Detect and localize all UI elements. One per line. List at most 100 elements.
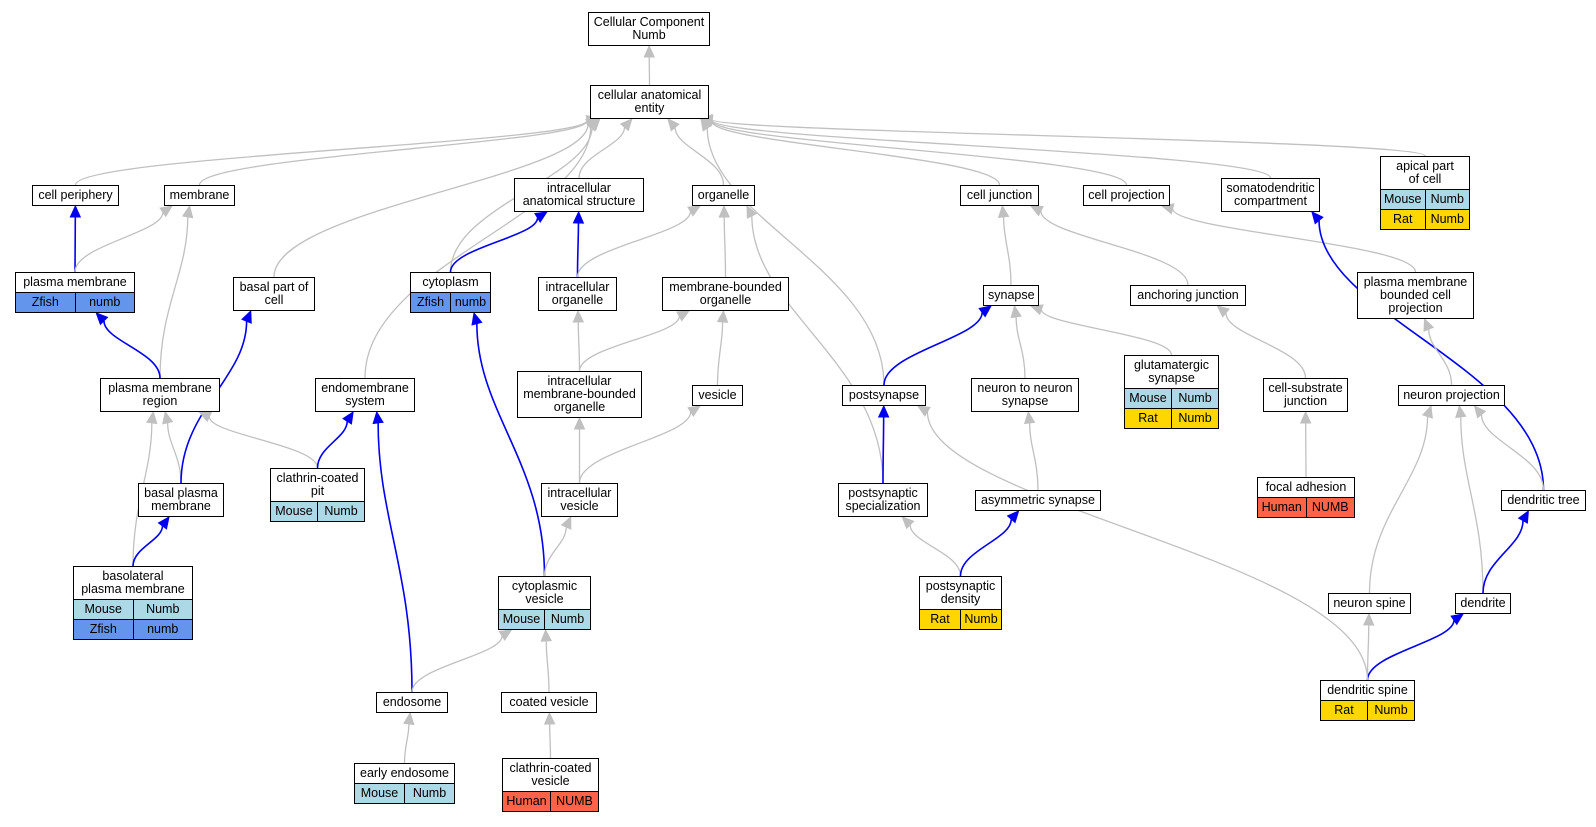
node-np[interactable]: neuron projection [1398, 385, 1505, 406]
node-aj[interactable]: anchoring junction [1130, 285, 1246, 306]
node-label: neuron spine [1329, 594, 1410, 613]
node-label-line: system [345, 394, 385, 408]
arrowhead [877, 404, 890, 418]
node-label: dendrite [1456, 594, 1510, 613]
arrowhead [997, 204, 1010, 219]
gene-name: Numb [317, 502, 364, 521]
node-cproj[interactable]: cell projection [1083, 185, 1170, 206]
node-label: synapse [984, 286, 1038, 305]
node-asyn[interactable]: asymmetric synapse [975, 490, 1101, 511]
node-den[interactable]: dendrite [1455, 593, 1511, 614]
species-name: Mouse [1129, 391, 1167, 405]
node-cj[interactable]: cell junction [960, 185, 1039, 206]
arrowhead [716, 309, 729, 323]
node-label-line: glutamatergic [1133, 358, 1210, 372]
node-coatv[interactable]: coated vesicle [501, 692, 597, 713]
gene-name: Numb [1424, 210, 1470, 229]
edge-ccv-to-coatv [549, 723, 552, 759]
node-cp[interactable]: cell periphery [32, 185, 119, 206]
node-dt[interactable]: dendritic tree [1501, 490, 1586, 511]
arrowhead [901, 516, 915, 530]
node-syn[interactable]: synapse [983, 285, 1039, 306]
node-label-line: organelle [697, 188, 750, 202]
node-psyn[interactable]: postsynapse [842, 385, 926, 406]
node-label-line: organelle [551, 293, 604, 307]
node-label-line: synapse [988, 288, 1035, 302]
edge-ves-to-mbo [716, 321, 724, 386]
node-label-line: projection [1388, 301, 1443, 315]
node-label-line: cell periphery [38, 188, 113, 202]
node-label-line: vesicle [525, 592, 564, 606]
node-label: focal adhesion [1258, 478, 1354, 497]
arrowhead [1423, 317, 1435, 332]
node-label-line: entity [634, 101, 665, 115]
node-label-line: density [940, 592, 981, 606]
edge-cv-to-cyto [476, 323, 546, 577]
edge-bpm-to-pmr [166, 422, 182, 484]
node-label-line: synapse [1001, 394, 1049, 408]
node-label: dendritic spine [1321, 681, 1414, 700]
node-label-line: vesicle [698, 388, 737, 402]
node-endo[interactable]: endosome [376, 692, 448, 713]
arrowhead [146, 410, 158, 425]
node-mem[interactable]: membrane [164, 185, 235, 206]
arrowhead [676, 310, 691, 322]
node-label-line: basolateral [102, 569, 164, 583]
node-label: early endosome [355, 764, 454, 783]
arrowhead [573, 416, 586, 430]
node-org[interactable]: organelle [692, 185, 755, 206]
edge-iv-to-ves [578, 411, 692, 484]
arrowhead [700, 118, 713, 132]
arrowhead [181, 204, 194, 219]
node-ves[interactable]: vesicle [692, 385, 743, 406]
node-label: neuron projection [1399, 386, 1504, 405]
edge-endo-to-cv [411, 635, 503, 693]
edge-pmbcp-to-cproj [1172, 208, 1417, 273]
node-label-line: plasma membrane [81, 582, 185, 596]
edge-psd-to-asyn [959, 519, 1013, 577]
edge-cv-to-iv [543, 527, 567, 577]
edge-cp-to-cae [74, 119, 588, 186]
edge-ee-to-endo [403, 723, 410, 764]
node-label-line: of cell [1408, 172, 1442, 186]
node-ns[interactable]: neuron spine [1328, 593, 1411, 614]
gene-name: Numb [1171, 409, 1218, 428]
